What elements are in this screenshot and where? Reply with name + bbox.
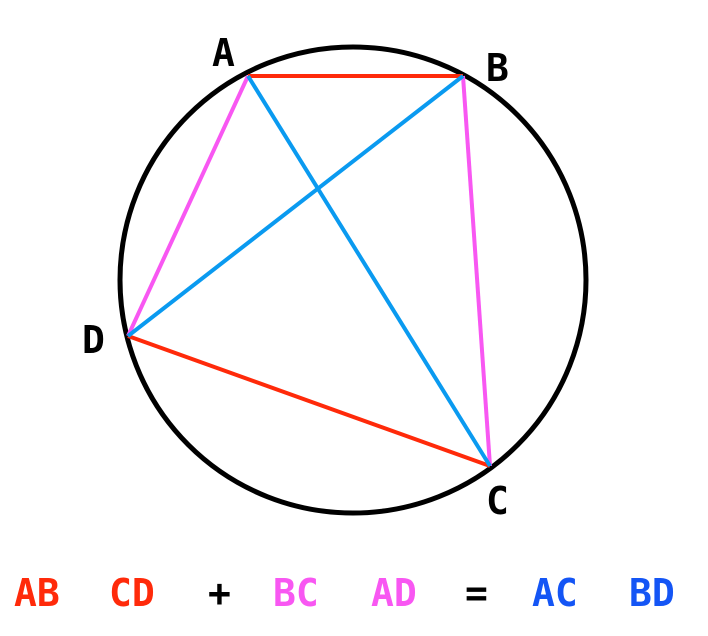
equation-term-bd: BD [629,571,675,615]
vertex-label-d: D [82,318,105,362]
vertex-label-b: B [486,46,509,90]
equation-term-ac: AC [532,571,578,615]
vertex-label-a: A [212,31,235,75]
side-bc [461,75,492,467]
ptolemy-equation: AB CD + BC AD = AC BD [14,571,675,615]
vertex-label-c: C [486,479,509,523]
side-cd [127,334,491,468]
circumcircle [117,44,589,516]
equation-term-cd: CD [109,571,155,615]
equation-term-ab: AB [14,571,60,615]
equation-term-bc: BC [273,571,319,615]
diagonal-ac [246,74,492,468]
diagonal-bd [126,74,465,338]
side-ad [126,75,250,337]
equation-plus-sign: + [208,571,231,615]
equation-equals-sign: = [465,571,488,615]
equation-term-ad: AD [371,571,417,615]
